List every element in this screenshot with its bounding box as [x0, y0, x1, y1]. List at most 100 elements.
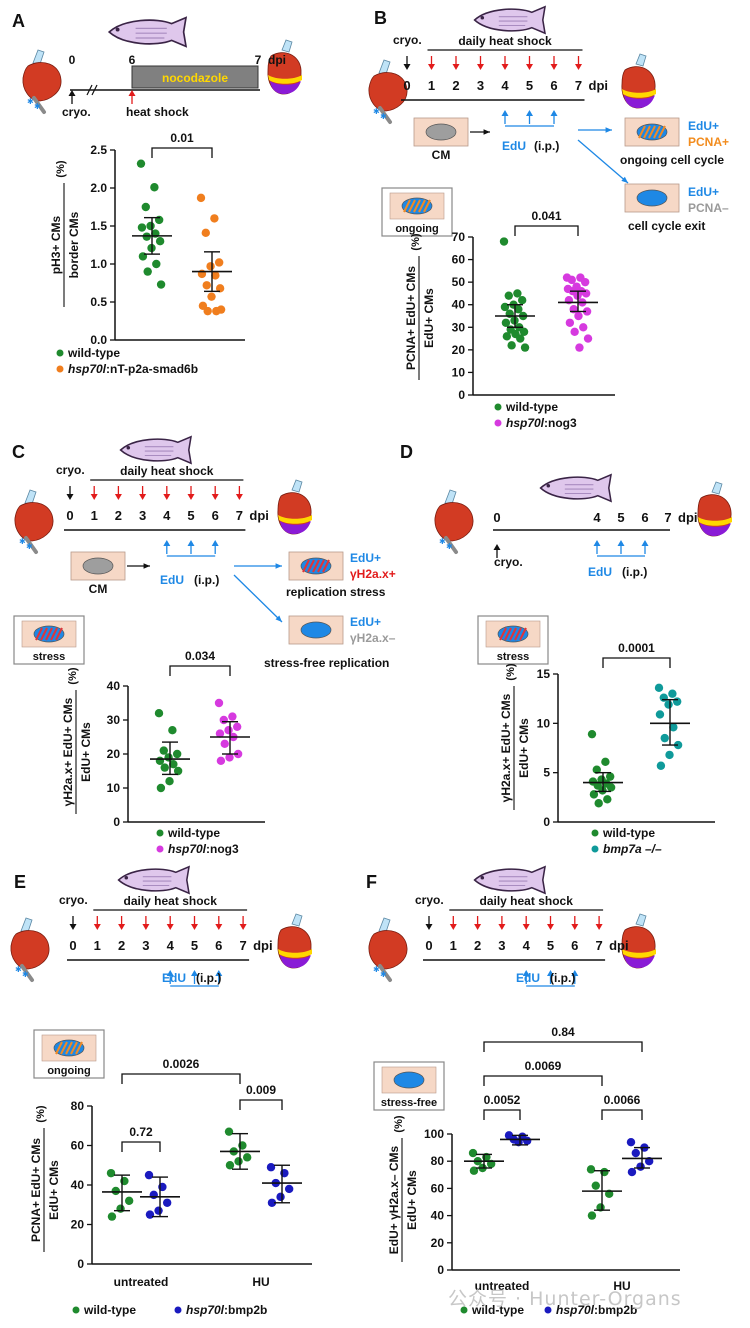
panel-C-out1-stripe — [312, 559, 320, 573]
panel-C-out1-label: replication stress — [286, 585, 386, 599]
panel-C-out2-arrow-shaft — [233, 574, 283, 623]
panel-C-out2-b: γH2a.x– — [350, 631, 396, 645]
panel-C-pval: 0.034 — [185, 649, 215, 663]
panel-B-out2-arrow-shaft — [577, 139, 629, 184]
panel-B-out1-b: PCNA+ — [688, 135, 729, 149]
panel-D-day-4: 4 — [593, 510, 601, 525]
panel-A-t6: 6 — [129, 53, 136, 67]
panel-F-legend-item-0: wild-type — [471, 1303, 524, 1317]
panel-B-out1-stripe — [653, 125, 661, 139]
panel-B-legend-item-0: wild-type — [505, 400, 558, 414]
panel-A-drug-label: nocodazole — [162, 71, 228, 85]
panel-E-box-stripe — [65, 1041, 73, 1055]
panel-A-wt-point — [146, 221, 155, 231]
panel-C-fish — [119, 436, 192, 464]
panel-C-cryo-arrow-head — [66, 494, 74, 500]
panel-F-heat-7-head — [595, 924, 603, 930]
panel-E-heat-5-head — [191, 924, 198, 930]
panel-F-day-0: 0 — [425, 938, 432, 953]
panel-C-edu-6-head — [211, 540, 219, 546]
panel-C-bracket — [169, 665, 231, 676]
panel-D-edu-4-head — [593, 540, 601, 546]
panel-B-mut-point — [579, 323, 588, 332]
panel-D-legend-item-1: bmp7a –/– — [603, 842, 662, 856]
panel-C-day-5: 5 — [187, 508, 194, 523]
panel-B-day-1: 1 — [428, 78, 435, 93]
panel-F-heat-4-head — [522, 924, 530, 930]
panel-E-b2-bracket — [121, 1141, 161, 1152]
panel-A-break1 — [86, 84, 93, 96]
panel-D-wt-point — [601, 757, 610, 767]
panel-D-cryo-arrow-head — [493, 544, 501, 550]
panel-A-wt-point — [155, 237, 165, 246]
panel-E-yticklabel: 40 — [71, 1178, 85, 1192]
panel-E-legend-item-0: wild-type — [83, 1303, 136, 1317]
panel-B-heat-5-head — [526, 64, 533, 70]
panel-E-wt-1-point — [242, 1153, 252, 1162]
panel-A-heat-label: heat shock — [126, 105, 189, 119]
panel-A-mut-point — [202, 281, 211, 290]
panel-F-day-1: 1 — [450, 938, 457, 953]
panel-B-edu-6-head — [550, 110, 558, 116]
panel-C-ylabel-unit: (%) — [67, 667, 79, 684]
panel-B-heat-3-head — [477, 64, 484, 70]
panel-C-mut-point — [225, 753, 234, 762]
panel-B-out1-stripe — [648, 125, 656, 139]
panel-B-legend-dot-1 — [494, 419, 502, 427]
panel-F-yticklabel: 0 — [437, 1263, 444, 1277]
panel-E-legend-dot-1 — [174, 1306, 182, 1314]
panel-C-out1-stripe — [317, 559, 325, 573]
panel-A-heart-injured — [20, 48, 64, 114]
panel-A-yticklabel: 2.5 — [90, 143, 107, 157]
panel-C-box-stripe — [45, 627, 53, 641]
panel-B-yticklabel: 70 — [452, 230, 466, 244]
panel-A-wt-point — [143, 267, 152, 276]
panel-E-mut-0-point — [144, 1170, 154, 1180]
panel-A-wt-point — [141, 202, 150, 212]
panel-B-box-stripe — [423, 199, 431, 213]
panel-A-bracket — [151, 147, 213, 158]
panel-B-wt-point — [507, 341, 516, 350]
panel-E-mut-0-point — [154, 1206, 163, 1215]
panel-B-mut-point — [567, 275, 576, 285]
panel-C-legend-item-0: wild-type — [167, 826, 220, 840]
panel-B-wt-point — [519, 327, 529, 336]
panel-E-b3-pval: 0.009 — [246, 1083, 276, 1097]
panel-C-mut-point — [216, 756, 226, 765]
watermark-text: 公众号 · Hunter-Organs — [448, 1288, 682, 1310]
panel-E-cat-1: HU — [252, 1275, 269, 1289]
panel-D-mut-point — [664, 700, 673, 709]
panel-A-mut-point — [201, 228, 210, 238]
panel-E-day-5: 5 — [191, 938, 198, 953]
panel-D-yticklabel: 10 — [537, 716, 551, 730]
panel-C-box-stripe — [35, 627, 43, 641]
panel-B-yticklabel: 30 — [452, 320, 466, 334]
panel-C-out2-label: stress-free replication — [264, 656, 389, 670]
panel-A-wt-point — [137, 223, 147, 232]
panel-C-wt-point — [156, 783, 166, 793]
panel-B-wt-point — [502, 332, 512, 341]
panel-A-yticklabel: 2.0 — [90, 181, 107, 195]
panel-F-cryo: cryo. — [415, 893, 444, 907]
panel-F-legend-dot-1 — [544, 1306, 552, 1314]
panel-E-box-stripe — [70, 1041, 78, 1055]
panel-B-mut-point — [580, 277, 590, 287]
panel-F-day-6: 6 — [571, 938, 578, 953]
panel-D-mut-point — [665, 750, 674, 760]
panel-D-heart-injured — [432, 488, 476, 554]
panel-F-cryo-arrow-head — [425, 924, 433, 930]
panel-C-mut-point — [215, 729, 225, 738]
panel-E-wt-0-point — [124, 1196, 134, 1206]
panel-E-box-stripe — [60, 1041, 68, 1055]
panel-E-day-2: 2 — [118, 938, 125, 953]
panel-C-out1-stripe — [322, 559, 330, 573]
panel-C-day-7: 7 — [236, 508, 243, 523]
panel-B-bracket — [514, 225, 579, 236]
panel-E-ylabel-bottom: EdU+ CMs — [47, 1160, 61, 1220]
panel-D-box-stripe — [519, 627, 527, 641]
panel-F-heart-injured — [366, 916, 410, 982]
panel-B-wt-point — [501, 318, 511, 327]
panel-E-yticklabel: 80 — [71, 1099, 85, 1113]
panel-C-ylabel-top: γH2a.x+ EdU+ CMs — [61, 697, 75, 806]
panel-A-drug-bar — [131, 65, 259, 89]
